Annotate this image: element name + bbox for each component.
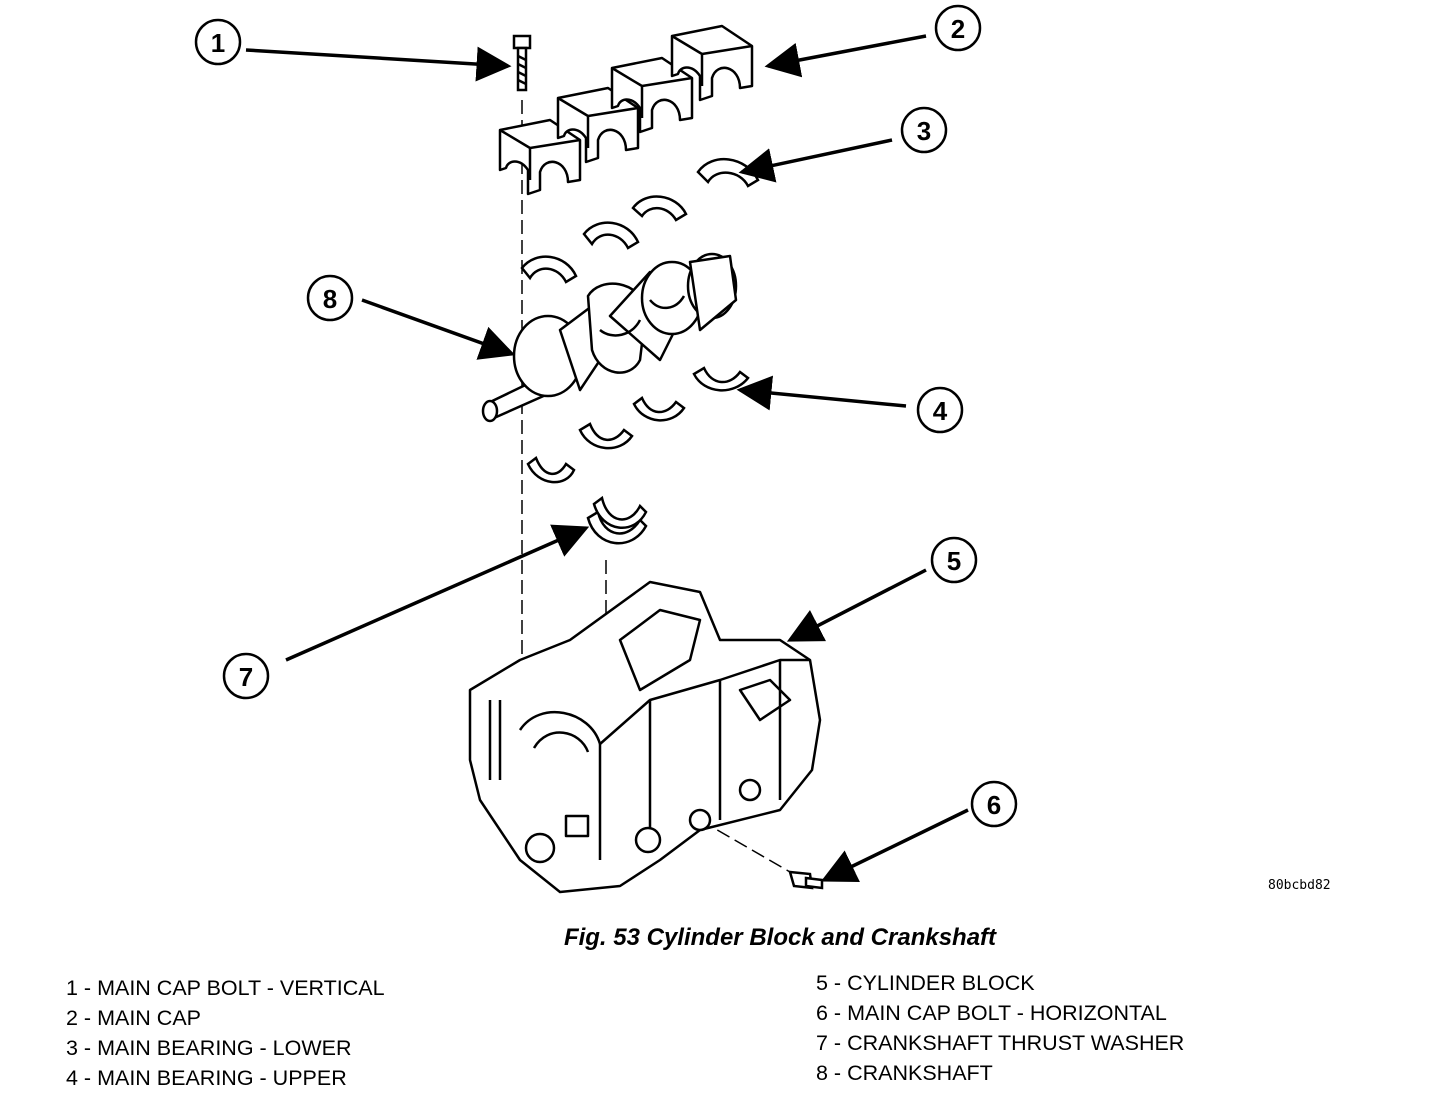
legend-item: 1 - MAIN CAP BOLT - VERTICAL: [66, 976, 385, 1000]
image-code: 80bcbd82: [1268, 878, 1331, 893]
legend-item: 3 - MAIN BEARING - LOWER: [66, 1036, 352, 1060]
callout-5: 5: [930, 536, 978, 584]
svg-text:1: 1: [211, 28, 225, 58]
svg-text:3: 3: [917, 116, 931, 146]
svg-text:6: 6: [987, 790, 1001, 820]
svg-text:5: 5: [947, 546, 961, 576]
svg-text:8: 8: [323, 284, 337, 314]
leader-arrows: [245, 34, 969, 882]
callout-7: 7: [222, 652, 270, 700]
callout-4: 4: [916, 386, 964, 434]
figure-caption: Fig. 53 Cylinder Block and Crankshaft: [0, 924, 1440, 952]
callout-8: 8: [306, 274, 354, 322]
svg-text:2: 2: [951, 14, 965, 44]
main-cap-bolt-horizontal: [788, 870, 824, 890]
cylinder-block: [468, 580, 822, 894]
svg-text:4: 4: [933, 396, 948, 426]
crankshaft-thrust-washer: [586, 495, 648, 545]
main-caps: [498, 24, 754, 196]
legend-item: 8 - CRANKSHAFT: [816, 1061, 993, 1085]
legend-item: 2 - MAIN CAP: [66, 1006, 201, 1030]
callout-1: 1: [194, 18, 242, 66]
callout-3: 3: [900, 106, 948, 154]
legend-item: 5 - CYLINDER BLOCK: [816, 971, 1035, 995]
legend-item: 4 - MAIN BEARING - UPPER: [66, 1066, 347, 1090]
figure-caption-text: Fig. 53 Cylinder Block and Crankshaft: [563, 924, 997, 951]
legend-item: 6 - MAIN CAP BOLT - HORIZONTAL: [816, 1001, 1167, 1025]
callout-6: 6: [970, 780, 1018, 828]
callout-2: 2: [934, 4, 982, 52]
callouts: 1 2 3 4 5 6 7 8: [194, 4, 1018, 828]
legend-right-column: 5 - CYLINDER BLOCK 6 - MAIN CAP BOLT - H…: [816, 968, 1184, 1088]
legend-left-column: 1 - MAIN CAP BOLT - VERTICAL 2 - MAIN CA…: [66, 973, 385, 1093]
crankshaft: [481, 252, 738, 423]
legend-item: 7 - CRANKSHAFT THRUST WASHER: [816, 1031, 1185, 1055]
svg-text:7: 7: [239, 662, 253, 692]
main-cap-bolt-vertical: [512, 34, 532, 92]
